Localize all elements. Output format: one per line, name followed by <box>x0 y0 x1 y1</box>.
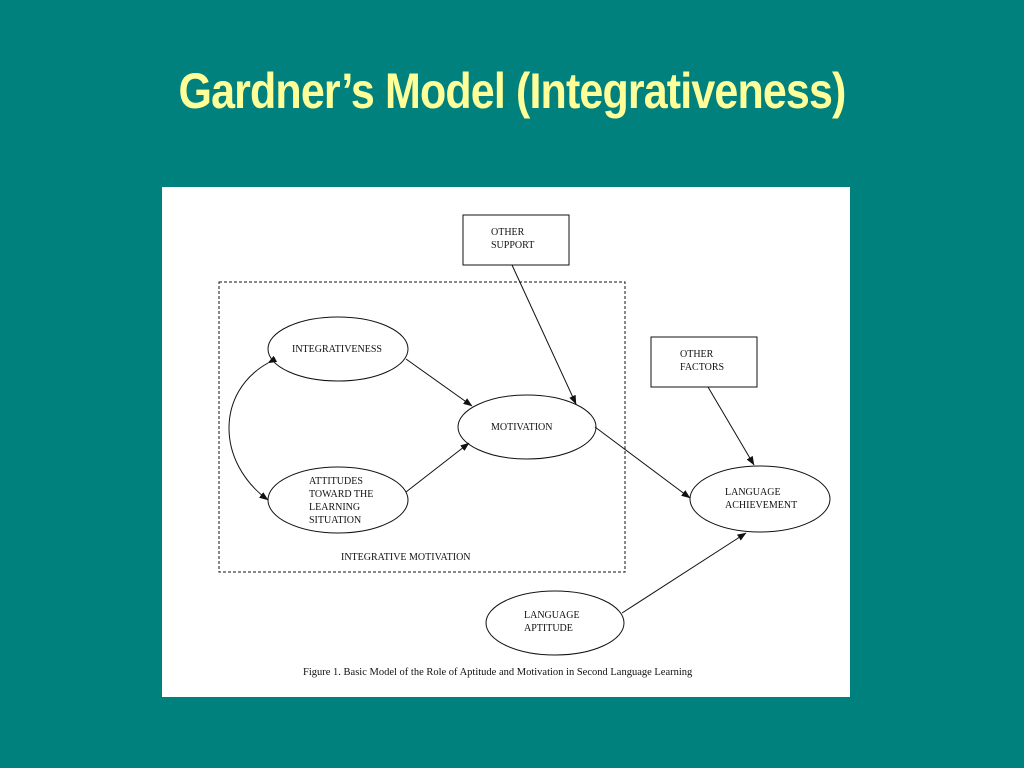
integrative-motivation-group <box>218 281 626 573</box>
integrativeness-label: INTEGRATIVENESS <box>292 344 382 355</box>
arrow-other-factors-to-language-achievement <box>707 386 755 466</box>
language-achievement-line-2: ACHIEVEMENT <box>725 500 797 511</box>
figure-panel: INTEGRATIVE MOTIVATION OTHER SUPPORT OTH… <box>162 187 850 697</box>
node-language-achievement: LANGUAGE ACHIEVEMENT <box>689 465 831 533</box>
arrow-integrativeness-to-motivation <box>405 358 473 407</box>
attitudes-line-3: LEARNING <box>309 502 360 513</box>
language-achievement-line-1: LANGUAGE <box>725 487 781 498</box>
arrow-motivation-to-language-achievement <box>594 426 691 499</box>
node-integrativeness: INTEGRATIVENESS <box>267 316 409 382</box>
other-factors-line-1: OTHER <box>680 349 714 360</box>
integrative-motivation-label: INTEGRATIVE MOTIVATION <box>341 552 471 563</box>
other-support-line-1: OTHER <box>491 227 525 238</box>
node-other-support: OTHER SUPPORT <box>462 214 570 266</box>
arrow-language-aptitude-to-language-achievement <box>621 532 747 614</box>
motivation-label: MOTIVATION <box>491 422 552 433</box>
language-aptitude-line-1: LANGUAGE <box>524 610 580 621</box>
node-motivation: MOTIVATION <box>457 394 597 460</box>
figure-caption: Figure 1. Basic Model of the Role of Apt… <box>303 667 693 678</box>
attitudes-line-2: TOWARD THE <box>309 489 373 500</box>
node-other-factors: OTHER FACTORS <box>650 336 758 388</box>
slide-title: Gardner’s Model (Integrativeness) <box>178 63 847 119</box>
attitudes-line-1: ATTITUDES <box>309 476 363 487</box>
node-language-aptitude: LANGUAGE APTITUDE <box>485 590 625 656</box>
arrow-integrativeness-attitudes-bidirectional <box>228 355 278 501</box>
other-support-line-2: SUPPORT <box>491 240 534 251</box>
model-diagram: INTEGRATIVE MOTIVATION OTHER SUPPORT OTH… <box>218 214 831 678</box>
node-attitudes: ATTITUDES TOWARD THE LEARNING SITUATION <box>267 466 409 534</box>
arrow-other-support-to-motivation <box>511 264 577 405</box>
attitudes-line-4: SITUATION <box>309 515 361 526</box>
language-aptitude-line-2: APTITUDE <box>524 623 573 634</box>
other-factors-line-2: FACTORS <box>680 362 724 373</box>
arrow-attitudes-to-motivation <box>405 442 470 493</box>
